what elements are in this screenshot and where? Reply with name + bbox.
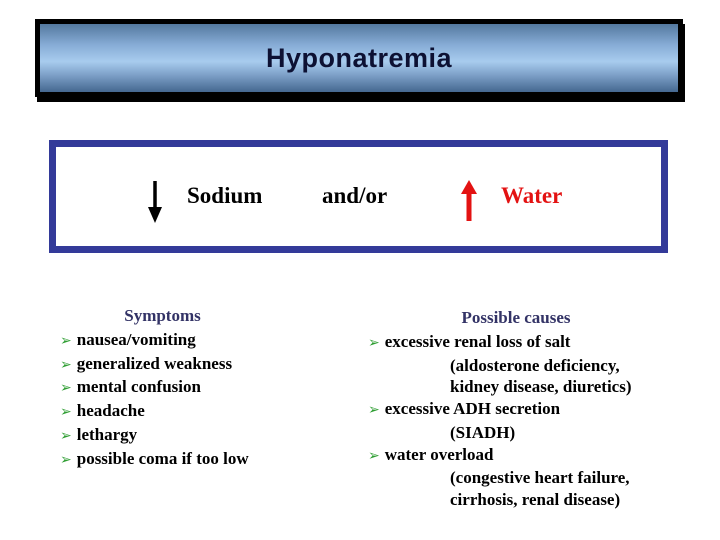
symptom-label: generalized weakness <box>76 353 233 373</box>
arrow-bullet-icon: ➢ <box>60 380 72 397</box>
relationship-box-inner: Sodium and/or Water <box>56 147 661 246</box>
symptom-item: ➢nausea/vomiting <box>60 329 249 353</box>
cause-detail: (congestive heart failure, <box>450 468 630 488</box>
cause-detail: kidney disease, diuretics) <box>450 377 632 397</box>
cause-main-line: ➢excessive ADH secretion <box>368 398 632 422</box>
cause-label: excessive ADH secretion <box>384 399 561 419</box>
title-bar: Hyponatremia <box>35 19 683 97</box>
symptom-label: nausea/vomiting <box>76 330 196 349</box>
cause-detail: (SIADH) <box>450 422 516 442</box>
symptoms-list: ➢nausea/vomiting➢generalized weakness➢me… <box>60 329 249 471</box>
symptom-item: ➢possible coma if too low <box>60 448 249 472</box>
arrow-down-icon <box>148 181 162 223</box>
cause-item: ➢excessive renal loss of salt(aldosteron… <box>368 331 632 398</box>
cause-main-line: ➢excessive renal loss of salt <box>368 331 632 355</box>
cause-detail: cirrhosis, renal disease) <box>450 489 621 509</box>
arrow-bullet-icon: ➢ <box>60 356 72 373</box>
arrow-bullet-icon: ➢ <box>368 447 380 464</box>
arrow-up-icon <box>461 180 477 221</box>
symptom-label: headache <box>76 401 145 421</box>
cause-label: excessive renal loss of salt <box>384 332 571 351</box>
arrow-bullet-icon: ➢ <box>60 451 72 468</box>
relationship-box: Sodium and/or Water <box>49 140 668 253</box>
symptom-item: ➢generalized weakness <box>60 353 249 377</box>
and-or-label: and/or <box>322 183 388 208</box>
causes-heading: Possible causes <box>461 308 571 327</box>
arrow-bullet-icon: ➢ <box>60 333 72 349</box>
page-title: Hyponatremia <box>265 42 453 73</box>
arrow-bullet-icon: ➢ <box>60 427 72 444</box>
symptom-item: ➢lethargy <box>60 424 249 448</box>
arrow-bullet-icon: ➢ <box>368 335 380 351</box>
symptom-item: ➢headache <box>60 400 249 424</box>
sodium-label: Sodium <box>187 183 263 208</box>
cause-item: ➢water overload(congestive heart failure… <box>368 444 632 511</box>
cause-detail: (aldosterone deficiency, <box>450 355 620 375</box>
symptom-label: mental confusion <box>76 377 201 397</box>
symptoms-heading: Symptoms <box>124 306 201 325</box>
symptom-label: possible coma if too low <box>76 448 249 468</box>
cause-main-line: ➢water overload <box>368 444 632 468</box>
cause-item: ➢excessive ADH secretion(SIADH) <box>368 398 632 443</box>
arrow-bullet-icon: ➢ <box>368 402 380 419</box>
water-label: Water <box>501 183 563 208</box>
arrow-bullet-icon: ➢ <box>60 404 72 421</box>
causes-list: ➢excessive renal loss of salt(aldosteron… <box>368 331 632 511</box>
symptom-label: lethargy <box>76 424 138 444</box>
symptom-item: ➢mental confusion <box>60 376 249 400</box>
cause-label: water overload <box>384 444 494 464</box>
